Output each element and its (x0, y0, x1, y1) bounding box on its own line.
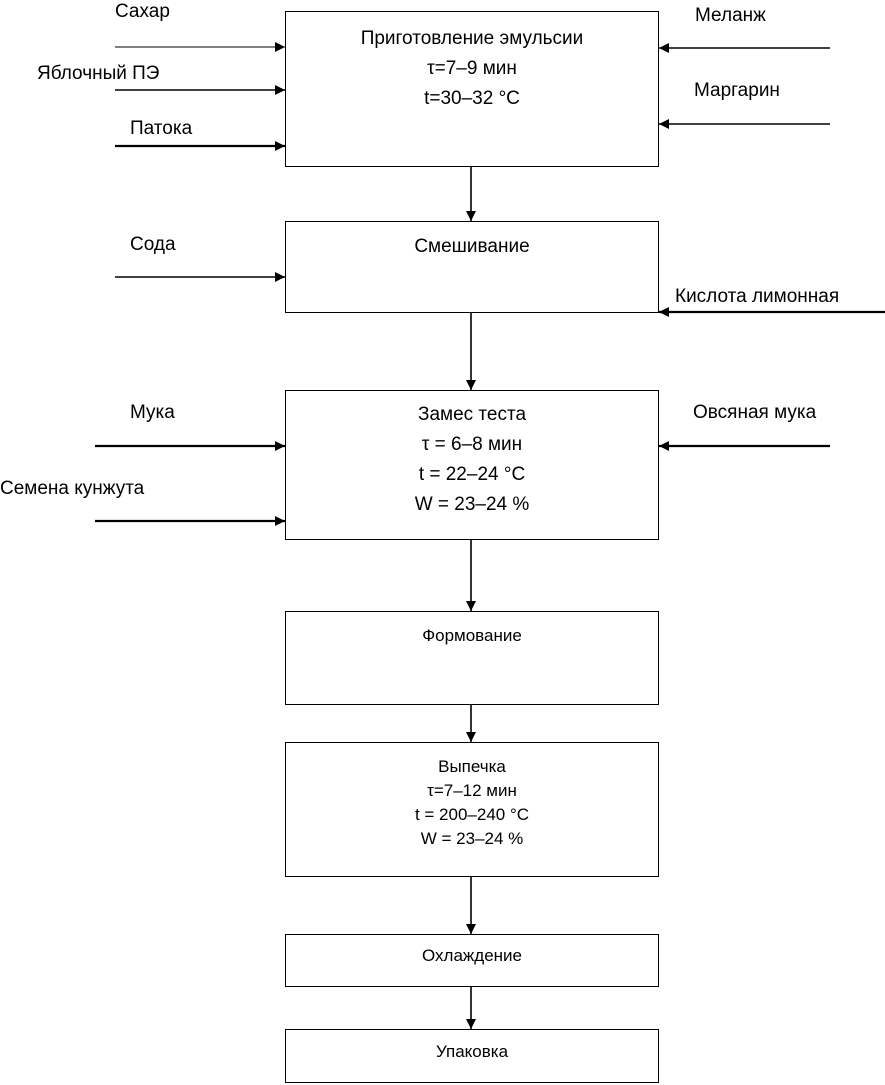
step-dough-kneading: Замес теста τ = 6–8 мин t = 22–24 °С W =… (285, 390, 659, 540)
step-line: Формование (422, 626, 522, 645)
step-line: Упаковка (435, 1042, 509, 1061)
step-line: t=30–32 °С (424, 88, 520, 109)
input-label-sugar: Сахар (115, 1, 170, 22)
input-label-melange: Меланж (695, 5, 766, 26)
step-line: W = 23–24 % (420, 829, 524, 848)
input-label-oat-flour: Овсяная мука (693, 402, 817, 423)
step-line: τ=7–9 мин (427, 58, 517, 79)
step-text: Выпечка τ=7–12 мин t = 200–240 °С W = 23… (286, 755, 658, 851)
step-text: Формование (286, 624, 658, 648)
step-packaging: Упаковка (285, 1029, 659, 1083)
input-label-soda: Сода (130, 234, 176, 255)
step-line: Охлаждение (422, 946, 522, 965)
input-label-sesame: Семена кунжута (0, 478, 145, 499)
step-emulsion: Приготовление эмульсии τ=7–9 мин t=30–32… (285, 11, 659, 167)
step-line: Выпечка (438, 757, 506, 776)
step-line: t = 22–24 °С (418, 464, 526, 485)
input-label-citric-acid: Кислота лимонная (675, 286, 840, 307)
step-line: τ = 6–8 мин (421, 434, 523, 455)
step-baking: Выпечка τ=7–12 мин t = 200–240 °С W = 23… (285, 742, 659, 877)
step-line: t = 200–240 °С (414, 805, 530, 824)
step-mixing: Смешивание (285, 221, 659, 313)
step-line: Замес теста (417, 404, 527, 425)
step-text: Замес теста τ = 6–8 мин t = 22–24 °С W =… (286, 400, 658, 520)
input-label-molasses: Патока (130, 118, 193, 139)
step-line: Приготовление эмульсии (360, 28, 584, 49)
step-line: W = 23–24 % (414, 494, 530, 515)
step-text: Упаковка (286, 1040, 658, 1064)
step-line: Смешивание (414, 236, 530, 257)
step-forming: Формование (285, 611, 659, 705)
step-line: τ=7–12 мин (427, 781, 517, 800)
step-text: Смешивание (286, 232, 658, 262)
step-cooling: Охлаждение (285, 934, 659, 987)
step-text: Охлаждение (286, 944, 658, 968)
input-label-apple-puree: Яблочный ПЭ (37, 63, 160, 84)
input-label-margarine: Маргарин (694, 80, 780, 101)
step-text: Приготовление эмульсии τ=7–9 мин t=30–32… (286, 24, 658, 114)
input-label-flour: Мука (130, 402, 175, 423)
